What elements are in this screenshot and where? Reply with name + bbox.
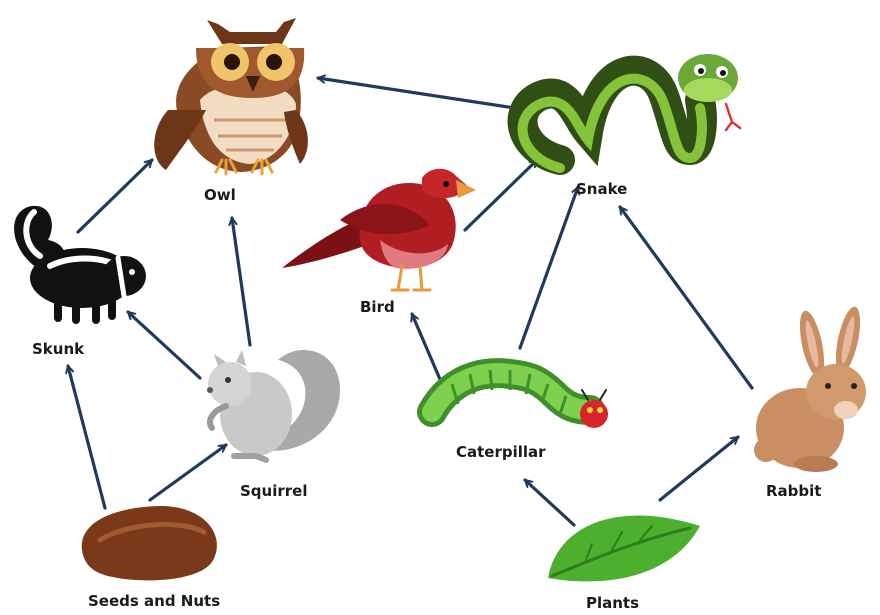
- node-label-plants: Plants: [586, 594, 639, 612]
- seed-icon: [82, 506, 217, 580]
- node-label-seeds-and-nuts: Seeds and Nuts: [88, 592, 220, 610]
- edge-squirrel-owl: [232, 218, 250, 345]
- node-label-squirrel: Squirrel: [240, 482, 307, 500]
- node-label-skunk: Skunk: [32, 340, 84, 358]
- node-label-rabbit: Rabbit: [766, 482, 821, 500]
- node-label-owl: Owl: [204, 186, 236, 204]
- edge-snake-owl: [318, 78, 515, 108]
- leaf-icon: [548, 516, 700, 582]
- edge-seeds-squirrel: [150, 445, 226, 500]
- node-label-snake: Snake: [576, 180, 627, 198]
- owl-icon: [154, 18, 308, 174]
- edge-bird-snake: [465, 160, 537, 230]
- skunk-icon: [14, 206, 146, 320]
- edge-seeds-skunk: [68, 366, 105, 508]
- edge-plants-rabbit: [660, 437, 738, 500]
- rabbit-icon: [754, 305, 866, 472]
- bird-icon: [282, 169, 476, 290]
- caterpillar-icon: [432, 370, 608, 428]
- node-label-caterpillar: Caterpillar: [456, 443, 546, 461]
- edge-squirrel-skunk: [128, 312, 200, 378]
- snake-icon: [523, 54, 740, 168]
- edge-plants-caterpillar: [525, 480, 574, 525]
- edge-skunk-owl: [78, 160, 152, 232]
- edge-rabbit-snake: [620, 207, 752, 388]
- squirrel-icon: [207, 350, 340, 460]
- node-label-bird: Bird: [360, 298, 395, 316]
- edge-caterpillar-snake: [520, 187, 578, 348]
